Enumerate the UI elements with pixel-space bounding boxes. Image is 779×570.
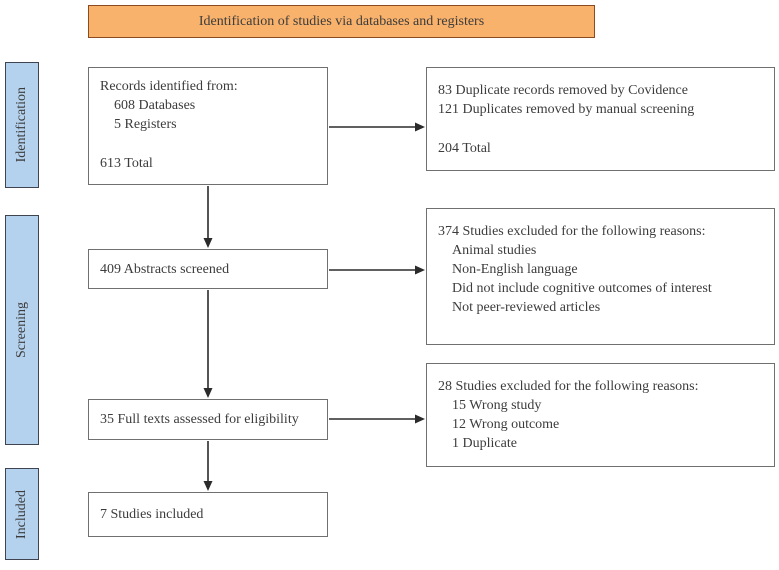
stage-identification: Identification	[5, 62, 39, 188]
abstracts-label: 409 Abstracts screened	[100, 261, 230, 277]
records-total: 613 Total	[100, 156, 153, 171]
excluded-screening-item: Not peer-reviewed articles	[452, 300, 601, 315]
box-excluded-fulltext: 28 Studies excluded for the following re…	[426, 363, 775, 467]
banner-identification-sources: Identification of studies via databases …	[88, 5, 595, 38]
box-fulltexts-assessed: 35 Full texts assessed for eligibility	[88, 399, 328, 440]
stage-included: Included	[5, 468, 39, 560]
records-item-registers: 5 Registers	[114, 117, 177, 132]
excluded-screening-item: Did not include cognitive outcomes of in…	[452, 281, 712, 296]
excluded-fulltext-title: 28 Studies excluded for the following re…	[438, 379, 699, 394]
included-label: 7 Studies included	[100, 507, 204, 522]
excluded-screening-title: 374 Studies excluded for the following r…	[438, 224, 706, 239]
banner-label: Identification of studies via databases …	[198, 13, 485, 29]
box-duplicates-removed: 83 Duplicate records removed by Covidenc…	[426, 67, 775, 171]
stage-included-label: Included	[14, 489, 29, 539]
fulltexts-label: 35 Full texts assessed for eligibility	[100, 412, 299, 427]
stage-identification-label: Identification	[14, 87, 29, 163]
stage-screening: Screening	[5, 215, 39, 445]
stage-screening-label: Screening	[14, 302, 29, 358]
excluded-fulltext-item: 12 Wrong outcome	[452, 417, 560, 432]
records-title: Records identified from:	[100, 79, 238, 94]
box-abstracts-screened: 409 Abstracts screened	[88, 249, 328, 289]
duplicates-total: 204 Total	[438, 141, 491, 156]
excluded-screening-item: Non-English language	[452, 262, 578, 277]
excluded-screening-item: Animal studies	[452, 243, 537, 258]
records-item-databases: 608 Databases	[114, 98, 196, 113]
box-excluded-screening: 374 Studies excluded for the following r…	[426, 208, 775, 345]
duplicates-line-covidence: 83 Duplicate records removed by Covidenc…	[438, 83, 688, 98]
box-records-identified: Records identified from: 608 Databases 5…	[88, 67, 328, 185]
spacer	[100, 134, 316, 154]
duplicates-line-manual: 121 Duplicates removed by manual screeni…	[438, 102, 695, 117]
excluded-fulltext-item: 1 Duplicate	[452, 436, 517, 451]
spacer	[438, 119, 763, 139]
excluded-fulltext-item: 15 Wrong study	[452, 398, 542, 413]
box-studies-included: 7 Studies included	[88, 492, 328, 537]
